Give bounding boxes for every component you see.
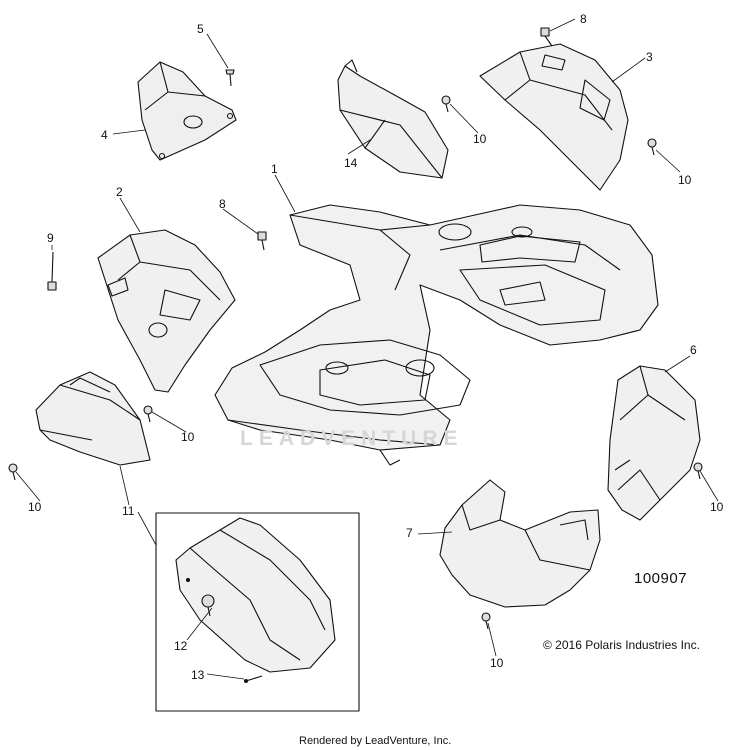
callout-11: 11	[122, 504, 135, 518]
part-10-clip-b	[647, 138, 657, 156]
part-14-panel	[337, 59, 449, 179]
callout-6: 6	[690, 343, 697, 357]
part-10-clip-e	[693, 462, 703, 480]
part-5-screw	[225, 69, 235, 87]
callout-4: 4	[101, 128, 108, 142]
callout-2: 2	[116, 185, 123, 199]
callout-10-d: 10	[28, 500, 42, 514]
callout-8-top: 8	[580, 12, 587, 26]
part-6-panel	[607, 365, 701, 521]
callout-7: 7	[406, 526, 413, 540]
part-4-console	[137, 61, 237, 161]
callout-14: 14	[344, 156, 358, 170]
callout-10-b: 10	[678, 173, 692, 187]
leader-lines	[15, 18, 719, 680]
part-9-screw	[47, 251, 57, 291]
copyright-text: © 2016 Polaris Industries Inc.	[543, 638, 700, 652]
part-3-cover	[479, 43, 629, 191]
inset-box	[155, 512, 360, 712]
part-1-body	[214, 204, 659, 466]
part-2-panel	[97, 229, 236, 393]
part-10-clip-a	[441, 95, 451, 113]
callout-9: 9	[47, 231, 54, 245]
callout-10-f: 10	[490, 656, 504, 670]
callout-3: 3	[646, 50, 653, 64]
drawing-id: 100907	[634, 570, 688, 587]
callout-13: 13	[191, 668, 205, 682]
footer-credit: Rendered by LeadVenture, Inc.	[299, 735, 452, 747]
callout-8-mid: 8	[219, 197, 226, 211]
watermark-text: LEADVENTURE	[240, 427, 464, 450]
part-7-fender	[439, 479, 601, 608]
callout-10-a: 10	[473, 132, 487, 146]
callout-10-e: 10	[710, 500, 724, 514]
part-10-clip-f	[481, 612, 491, 630]
callout-1: 1	[271, 162, 278, 176]
part-10-clip-c	[143, 405, 153, 423]
part-11-panel	[35, 371, 151, 466]
callout-10-c: 10	[181, 430, 195, 444]
part-10-clip-d	[8, 463, 18, 481]
callout-5: 5	[197, 22, 204, 36]
part-8-screw-top	[540, 27, 553, 47]
part-8-screw-mid	[257, 231, 267, 251]
callout-12: 12	[174, 639, 188, 653]
